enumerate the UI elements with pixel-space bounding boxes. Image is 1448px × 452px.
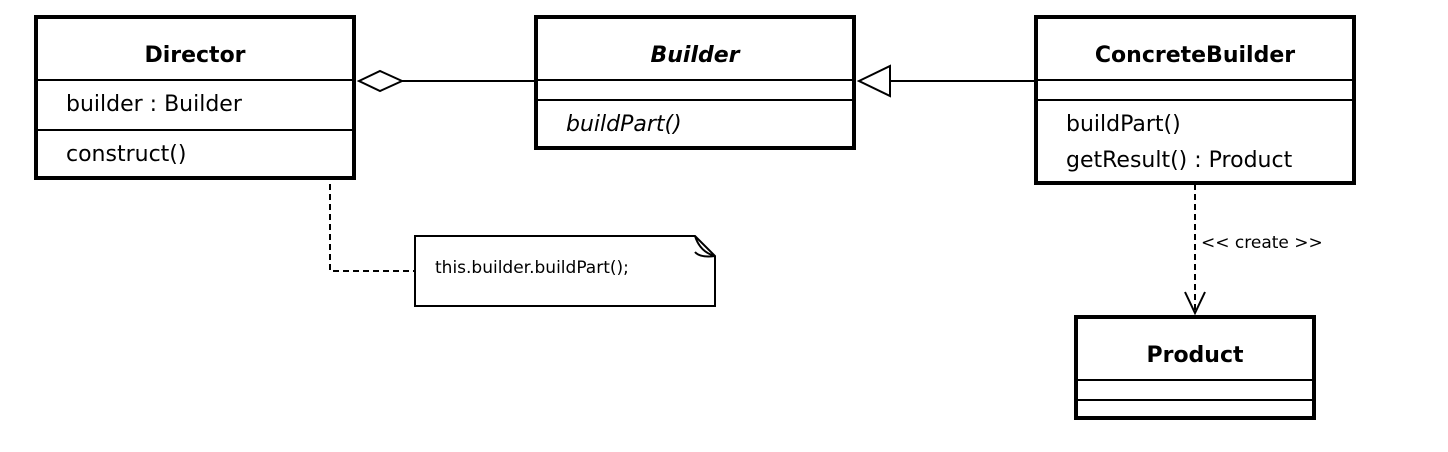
aggregation-diamond bbox=[356, 69, 405, 93]
class-concrete-builder-name: ConcreteBuilder bbox=[1094, 42, 1296, 68]
operation-buildpart: buildPart() bbox=[566, 112, 682, 137]
class-concrete-builder-attributes bbox=[1038, 79, 1352, 99]
class-director-attributes: builder : Builder bbox=[38, 79, 352, 129]
class-product[interactable]: Product bbox=[1074, 315, 1316, 420]
class-product-operations bbox=[1078, 399, 1312, 401]
note-anchor-line bbox=[329, 164, 415, 272]
class-director[interactable]: Director builder : Builder construct() bbox=[34, 15, 356, 180]
class-concrete-builder[interactable]: ConcreteBuilder buildPart() getResult() … bbox=[1034, 15, 1356, 185]
class-builder-name: Builder bbox=[650, 42, 740, 68]
operation-getresult: getResult() : Product bbox=[1066, 148, 1293, 173]
class-product-attributes bbox=[1078, 379, 1312, 399]
class-builder-attributes bbox=[538, 79, 852, 99]
note-shape bbox=[414, 235, 716, 307]
class-product-name: Product bbox=[1146, 342, 1244, 368]
operation-buildpart: buildPart() bbox=[1066, 112, 1181, 137]
create-stereotype-label: << create >> bbox=[1201, 233, 1323, 253]
class-builder-operations: buildPart() bbox=[538, 99, 852, 143]
class-concrete-builder-operations: buildPart() getResult() : Product bbox=[1038, 99, 1352, 179]
generalization-triangle bbox=[856, 64, 891, 98]
class-builder[interactable]: Builder buildPart() bbox=[534, 15, 856, 150]
note-fold bbox=[694, 235, 716, 258]
operation-construct: construct() bbox=[66, 142, 187, 167]
attribute-builder: builder : Builder bbox=[66, 92, 242, 117]
class-director-name: Director bbox=[144, 42, 246, 68]
class-director-operations: construct() bbox=[38, 129, 352, 173]
note-text: this.builder.buildPart(); bbox=[435, 258, 629, 278]
create-dependency-arrowhead bbox=[1184, 291, 1206, 316]
